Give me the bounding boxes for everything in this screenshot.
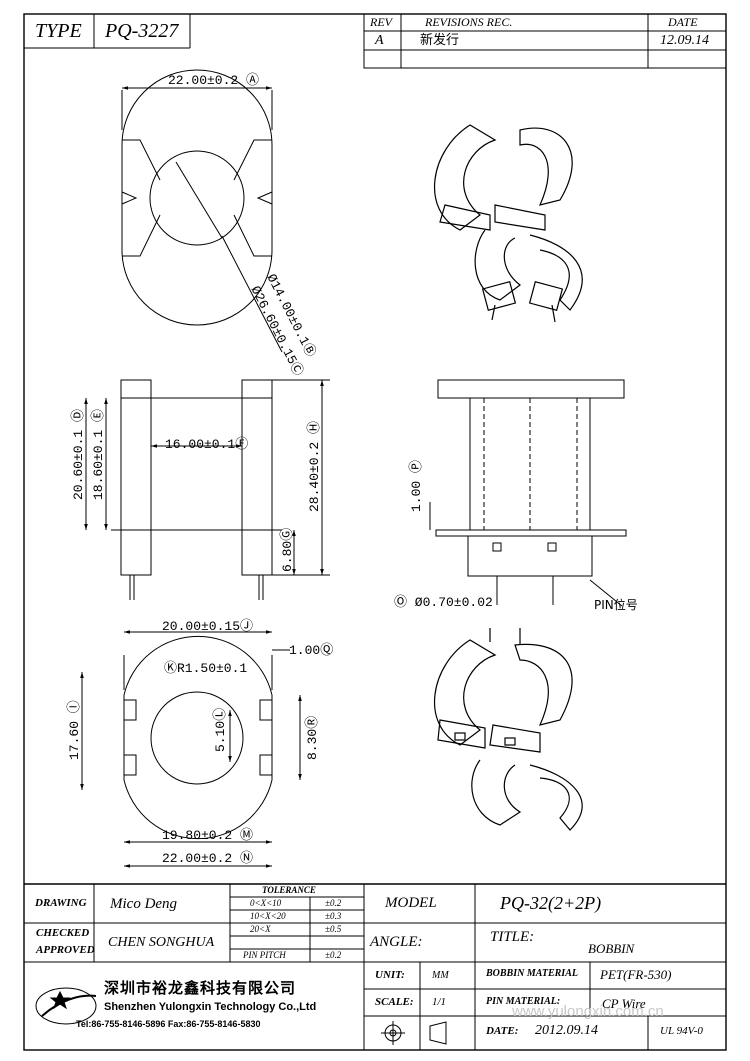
rev-date: 12.09.14 — [660, 33, 709, 48]
sheet-border — [23, 13, 727, 1051]
dim-offset: 1.00Ⓠ — [289, 643, 334, 658]
dim-side-outer: 20.60±0.1 Ⓓ — [71, 408, 86, 500]
title-value: BOBBIN — [588, 941, 635, 956]
checked-label: CHECKED — [36, 927, 90, 939]
rev-label: REV — [370, 15, 392, 29]
tol-value-1: ±0.3 — [325, 911, 342, 921]
company-contact: Tel:86-755-8146-5896 Fax:86-755-8146-583… — [76, 1019, 261, 1029]
angle-label: ANGLE: — [370, 934, 423, 950]
bobbin-material-value: PET(FR-530) — [600, 967, 672, 982]
dim-radius: ⓀR1.50±0.1 — [164, 661, 248, 676]
rev-value: A — [375, 33, 384, 48]
unit-value: MM — [432, 970, 449, 981]
dim-slot: 5.10Ⓛ — [213, 707, 228, 752]
type-value: PQ-3227 — [105, 20, 179, 42]
dim-pin-dia: Ⓞ Ø0.70±0.02 — [394, 595, 493, 610]
pin-material-label: PIN MATERIAL: — [486, 996, 561, 1007]
dim-bottom-width-mid: 19.80±0.2 Ⓜ — [162, 828, 254, 843]
side-view-2 — [429, 379, 627, 607]
dim-side-inner: 18.60±0.1 Ⓔ — [91, 408, 106, 500]
isometric-view-top — [434, 124, 583, 323]
dim-top-width: 22.00±0.2 Ⓐ — [168, 73, 260, 88]
dim-pin-length: 6.80Ⓖ — [280, 527, 295, 572]
dim-bottom-width-top: 20.00±0.15Ⓙ — [162, 619, 254, 634]
dim-bottom-height: 17.60 Ⓘ — [67, 700, 82, 760]
tolerance-label: TOLERANCE — [262, 885, 316, 895]
title-label: TITLE: — [490, 929, 535, 945]
dim-gap: 8.30Ⓡ — [305, 715, 320, 760]
date-label: DATE: — [486, 1025, 519, 1037]
tol-value-0: ±0.2 — [325, 898, 342, 908]
pin-material-value: CP Wire — [602, 996, 646, 1011]
approved-label: APPROVED — [36, 944, 95, 956]
model-value: PQ-32(2+2P) — [500, 893, 602, 913]
tol-range-0: 0<X<10 — [250, 898, 282, 908]
top-view — [121, 69, 283, 353]
isometric-view-bottom — [434, 628, 583, 831]
pin-label: PIN位号 — [594, 598, 638, 612]
bottom-view — [80, 630, 302, 868]
dim-core-width: 16.00±0.1Ⓕ — [165, 437, 249, 452]
model-label: MODEL — [385, 895, 437, 911]
scale-value: 1/1 — [432, 996, 447, 1008]
tol-range-2: 20<X — [250, 924, 271, 934]
scale-label: SCALE: — [375, 996, 414, 1008]
checked-value: CHEN SONGHUA — [108, 935, 215, 950]
drawing-label: DRAWING — [35, 897, 87, 909]
unit-label: UNIT: — [375, 969, 405, 981]
dim-side-height: 28.40±0.2 Ⓗ — [307, 420, 322, 512]
company-name-en: Shenzhen Yulongxin Technology Co.,Ltd — [104, 1001, 317, 1013]
tol-range-1: 10<X<20 — [250, 911, 286, 921]
revision-text: 新发行 — [420, 33, 460, 48]
dim-flange: 1.00 Ⓟ — [409, 459, 424, 512]
side-view — [84, 379, 330, 600]
ul-rating: UL 94V-0 — [660, 1025, 703, 1037]
tol-value-2: ±0.5 — [325, 924, 342, 934]
title-block — [24, 883, 726, 1050]
company-watermark: www.yulongxin.com.cn — [512, 1003, 664, 1020]
type-label: TYPE — [35, 20, 82, 42]
tol-range-3: PIN PITCH — [243, 950, 286, 960]
bobbin-material-label: BOBBIN MATERIAL — [486, 968, 578, 979]
company-name-cn: 深圳市裕龙鑫科技有限公司 — [104, 979, 297, 997]
date-header-label: DATE — [668, 15, 698, 29]
tol-value-3: ±0.2 — [325, 950, 342, 960]
drawing-value: Mico Deng — [110, 896, 178, 912]
dim-bottom-width-bottom: 22.00±0.2 Ⓝ — [162, 851, 254, 866]
date-value: 2012.09.14 — [535, 1023, 598, 1038]
revisions-label: REVISIONS REC. — [425, 15, 513, 29]
